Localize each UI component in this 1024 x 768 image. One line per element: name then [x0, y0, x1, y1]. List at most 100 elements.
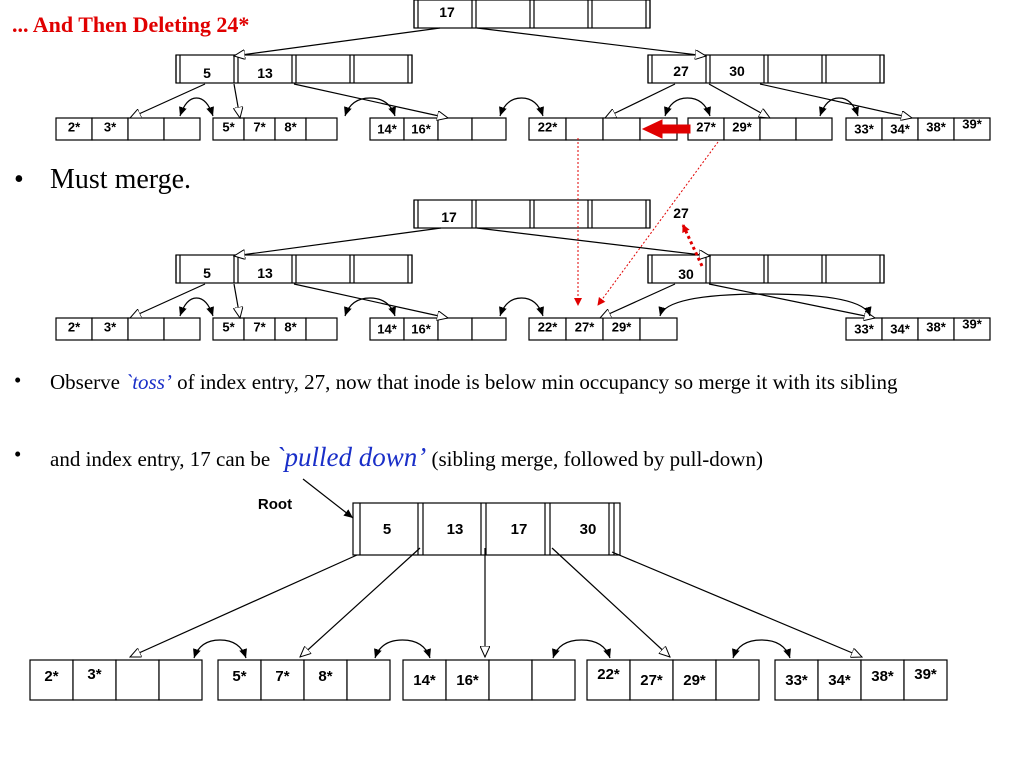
leaf-key: 22*: [538, 120, 558, 135]
tree-edge: [476, 227, 710, 256]
tree-edge: [759, 83, 912, 118]
leaf-key: 16*: [411, 122, 431, 137]
leaf-key: 38*: [871, 668, 894, 685]
leaf-key: 38*: [926, 320, 946, 335]
node-key: 17: [441, 209, 457, 225]
node-box: [413, 0, 651, 29]
leaf-key: 5*: [222, 120, 235, 135]
sibling-link: [552, 639, 611, 659]
leaf-key: 16*: [456, 672, 479, 689]
leaf-slot: [602, 117, 641, 141]
leaf-slot: [346, 659, 391, 701]
leaf-slot: [305, 117, 338, 141]
sibling-arrow-left: [732, 639, 762, 659]
leaf-key: 3*: [104, 120, 117, 135]
sibling-arrow-right: [521, 97, 544, 117]
node-key: 30: [580, 521, 597, 538]
leaf-key: 14*: [413, 672, 436, 689]
tossed-index-key: 27: [673, 205, 689, 221]
leaf-slot: [629, 659, 674, 701]
sibling-arrow-left: [374, 639, 403, 659]
leaf-slot: [163, 317, 201, 341]
leaf-slot: [565, 117, 604, 141]
merge-block-arrow: [641, 119, 691, 139]
leaf-slot: [115, 659, 160, 701]
node-box: [175, 54, 413, 84]
sibling-link: [499, 97, 544, 117]
root-pointer-arrow: [302, 478, 354, 519]
sibling-link: [344, 97, 396, 117]
leaf-key: 16*: [411, 322, 431, 337]
sibling-arrow-left: [664, 97, 688, 117]
leaf-slot: [488, 659, 533, 701]
leaf-key: 34*: [828, 672, 851, 689]
tree-edge: [605, 83, 676, 119]
sibling-arrow-right: [196, 97, 214, 117]
node-key: 5: [203, 65, 211, 81]
tree-edge: [234, 83, 240, 118]
tree-edge: [611, 551, 862, 657]
leaf-slot: [774, 659, 819, 701]
leaf-key: 27*: [696, 120, 716, 135]
tree-edge: [300, 547, 421, 657]
sibling-arrow-right: [402, 639, 431, 659]
bullet-text: Observe `toss’ of index entry, 27, now t…: [50, 368, 950, 396]
sibling-arrow-left: [658, 293, 766, 317]
leaf-slot: [303, 659, 348, 701]
root-label: Root: [258, 496, 292, 513]
leaf-slot: [586, 659, 631, 701]
sibling-arrow-right: [521, 297, 544, 317]
leaf-key: 8*: [284, 320, 297, 335]
sibling-link: [658, 293, 872, 317]
leaf-key: 8*: [284, 120, 297, 135]
leaf-node: 14*16*: [369, 317, 507, 341]
leaf-key: 5*: [222, 320, 235, 335]
node-key: 5: [203, 265, 211, 281]
leaf-node: 14* 16*: [402, 659, 576, 701]
sibling-arrow-left: [499, 297, 522, 317]
bullet-marker: •: [14, 164, 24, 195]
leaf-slot: [953, 117, 991, 141]
leaf-key: 38*: [926, 120, 946, 135]
tree-edge: [476, 27, 706, 56]
tree-edge: [234, 283, 240, 318]
sibling-arrow-left: [552, 639, 582, 659]
leaf-key: 39*: [914, 666, 937, 683]
leaf-slot: [158, 659, 203, 701]
leaf-node: 2*3*: [29, 659, 203, 701]
leaf-slot: [163, 117, 201, 141]
leaf-slot: [260, 659, 305, 701]
bullet-text-pre: Observe: [50, 370, 126, 394]
sibling-arrow-right: [369, 97, 396, 117]
tree-edge: [234, 227, 442, 256]
node-key: 13: [257, 65, 273, 81]
leaf-node: 5*7*8*: [212, 317, 338, 341]
leaf-key: 22*: [538, 320, 558, 335]
leaf-key: 29*: [683, 672, 706, 689]
inner-node-left: 5 13: [175, 54, 413, 84]
leaf-key: 29*: [612, 320, 632, 335]
leaf-slot: [903, 659, 948, 701]
leaf-slot: [860, 659, 905, 701]
bullet-emphasis-toss: `toss’: [125, 370, 172, 394]
tree-edge: [708, 283, 875, 318]
bullet-text: Must merge.: [50, 164, 192, 195]
leaf-slot: [445, 659, 490, 701]
leaf-key: 7*: [275, 668, 289, 685]
sibling-arrow-right: [838, 97, 859, 117]
leaf-key: 3*: [87, 666, 101, 683]
leaf-key: 33*: [854, 122, 874, 137]
node-key: 5: [383, 521, 391, 538]
inner-node-right: 30: [647, 254, 885, 284]
node-key: 30: [678, 266, 694, 282]
slide-title: ... And Then Deleting 24*: [12, 12, 250, 37]
sibling-arrow-left: [344, 297, 371, 317]
leaf-slot: [127, 317, 165, 341]
node-box: [413, 199, 651, 229]
bullet-marker: •: [14, 368, 22, 392]
